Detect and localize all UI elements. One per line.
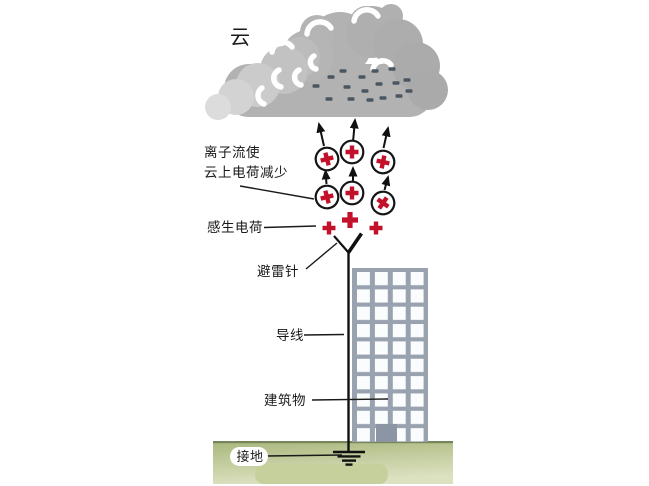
negative-charges	[312, 67, 413, 102]
positive-ion	[339, 180, 365, 206]
wire-pointer	[303, 333, 345, 336]
negative-charge-dash	[388, 67, 396, 71]
grounding-label-bg	[230, 447, 268, 466]
negative-charge-dash	[375, 82, 383, 86]
lightning-rod-pointer	[305, 242, 338, 270]
plus-icon	[320, 190, 334, 204]
negative-charge-dash	[325, 97, 333, 101]
negative-charge-dash	[347, 97, 355, 101]
positive-ion	[314, 184, 340, 210]
plus-icon	[376, 155, 390, 169]
positive-ion	[370, 149, 396, 175]
positive-ion	[314, 146, 340, 172]
positive-ions	[314, 139, 396, 216]
storm-cloud	[205, 4, 448, 120]
negative-charge-dash	[403, 78, 411, 82]
negative-charge-dash	[327, 75, 335, 79]
ion-flow-pointer	[239, 185, 315, 200]
up-arrow-icon	[321, 169, 331, 185]
cloud-label: 云	[230, 27, 251, 49]
rod-left-tip	[333, 235, 350, 254]
ion-flow-label-line1: 离子流使	[204, 144, 260, 160]
earth-ground-icon	[333, 450, 365, 466]
ground-patch	[255, 464, 388, 484]
building-shape	[352, 268, 428, 442]
grounding-pointer	[265, 454, 343, 457]
positive-ion	[339, 139, 365, 165]
lightning-rod-shape	[333, 232, 363, 453]
grounding-label-badge: 接地	[230, 447, 268, 466]
negative-charge-dash	[392, 81, 400, 85]
negative-charge-dash	[395, 94, 403, 98]
building-label: 建筑物	[264, 393, 306, 408]
up-arrow-icon	[381, 126, 391, 149]
negative-charge-dash	[379, 96, 387, 100]
pointer-lines	[239, 185, 389, 457]
building-pointer	[311, 398, 389, 401]
up-arrow-icon	[349, 118, 359, 143]
induced-charges	[322, 212, 383, 235]
induced-charge-pointer	[263, 225, 317, 229]
plus-icon	[342, 212, 358, 228]
negative-charge-dash	[361, 89, 369, 93]
ion-flow-label-line2: 云上电荷减少	[204, 165, 288, 180]
cloud-highlights	[246, 7, 394, 107]
rod-right-tip	[347, 232, 363, 254]
wire-label: 导线	[276, 328, 304, 343]
ground-edge	[213, 441, 453, 444]
negative-charge-dash	[312, 84, 320, 88]
plus-icon	[376, 196, 390, 210]
positive-ion	[370, 190, 396, 216]
grounding-label: 接地	[237, 449, 264, 464]
negative-charge-dash	[371, 69, 379, 73]
negative-charge-dash	[405, 89, 413, 93]
plus-icon	[322, 221, 336, 235]
plus-icon	[345, 145, 359, 159]
plus-icon	[345, 186, 359, 200]
induced-charge-label: 感生电荷	[207, 219, 263, 235]
plus-icon	[369, 221, 383, 235]
negative-charge-dash	[343, 85, 351, 89]
building-door	[376, 424, 397, 442]
lightning-rod-label: 避雷针	[257, 264, 299, 279]
building-windows	[357, 272, 424, 442]
ion-flow-arrows	[316, 118, 391, 191]
up-arrow-icon	[381, 175, 391, 191]
negative-charge-dash	[366, 98, 374, 102]
negative-charge-dash	[358, 75, 366, 79]
up-arrow-icon	[316, 122, 326, 147]
plus-icon	[320, 152, 334, 166]
negative-charge-dash	[339, 69, 347, 73]
